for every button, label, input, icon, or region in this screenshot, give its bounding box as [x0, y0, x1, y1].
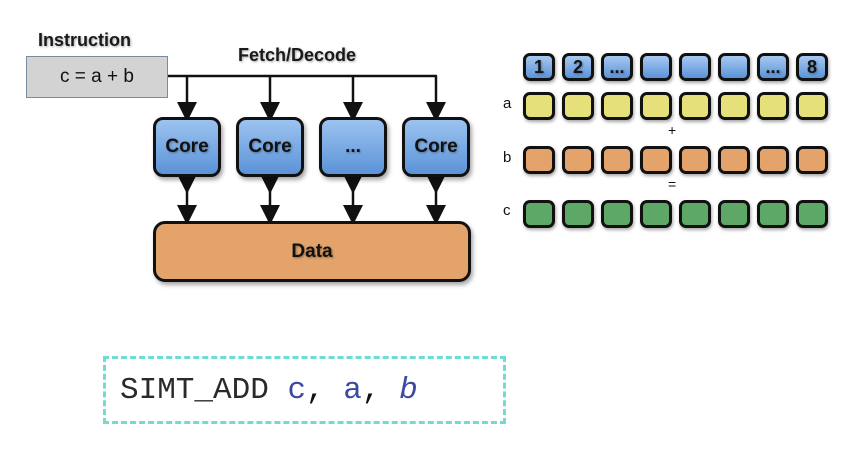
lane-id-box: [718, 53, 750, 81]
vector-element-b: [679, 146, 711, 174]
lane-id-box: 1: [523, 53, 555, 81]
vector-element-b: [757, 146, 789, 174]
vector-element-a: [718, 92, 750, 120]
instruction-box: c = a + b: [26, 56, 168, 98]
vector-element-b: [562, 146, 594, 174]
fetch-decode-label: Fetch/Decode: [238, 45, 357, 65]
vector-element-b: [640, 146, 672, 174]
data-box: Data: [153, 221, 471, 282]
vector-element-c: [640, 200, 672, 228]
vector-element-a: [640, 92, 672, 120]
vector-element-b: [601, 146, 633, 174]
vector-element-c: [718, 200, 750, 228]
core-box: Core: [236, 117, 304, 177]
vector-element-c: [562, 200, 594, 228]
lane-id-box: [640, 53, 672, 81]
simt-arg-c: c: [287, 372, 307, 408]
lane-id-box: ...: [757, 53, 789, 81]
core-box: Core: [153, 117, 221, 177]
lane-id-box: 2: [562, 53, 594, 81]
instruction-title: Instruction: [38, 30, 131, 50]
vector-element-c: [601, 200, 633, 228]
simt-comma: ,: [361, 372, 381, 408]
vector-element-a: [796, 92, 828, 120]
vector-element-c: [796, 200, 828, 228]
row-label-c: c: [503, 202, 511, 219]
simt-comma: ,: [306, 372, 325, 408]
vector-element-c: [523, 200, 555, 228]
plus-operator: +: [668, 122, 677, 138]
vector-element-b: [718, 146, 750, 174]
simt-instruction-box: SIMT_ADD c, a, b: [103, 356, 506, 424]
vector-element-a: [757, 92, 789, 120]
simt-arg-a: a: [343, 372, 362, 408]
vector-element-a: [523, 92, 555, 120]
vector-element-b: [796, 146, 828, 174]
lane-id-box: 8: [796, 53, 828, 81]
vector-element-c: [757, 200, 789, 228]
vector-element-b: [523, 146, 555, 174]
row-label-b: b: [503, 149, 512, 166]
lane-id-box: [679, 53, 711, 81]
core-box: ...: [319, 117, 387, 177]
equals-operator: =: [668, 176, 677, 192]
vector-element-c: [679, 200, 711, 228]
core-box: Core: [402, 117, 470, 177]
lane-id-box: ...: [601, 53, 633, 81]
simt-arg-b: b: [399, 372, 418, 408]
vector-element-a: [562, 92, 594, 120]
row-label-a: a: [503, 95, 512, 112]
vector-element-a: [601, 92, 633, 120]
vector-element-a: [679, 92, 711, 120]
simt-opcode: SIMT_ADD: [120, 372, 269, 408]
